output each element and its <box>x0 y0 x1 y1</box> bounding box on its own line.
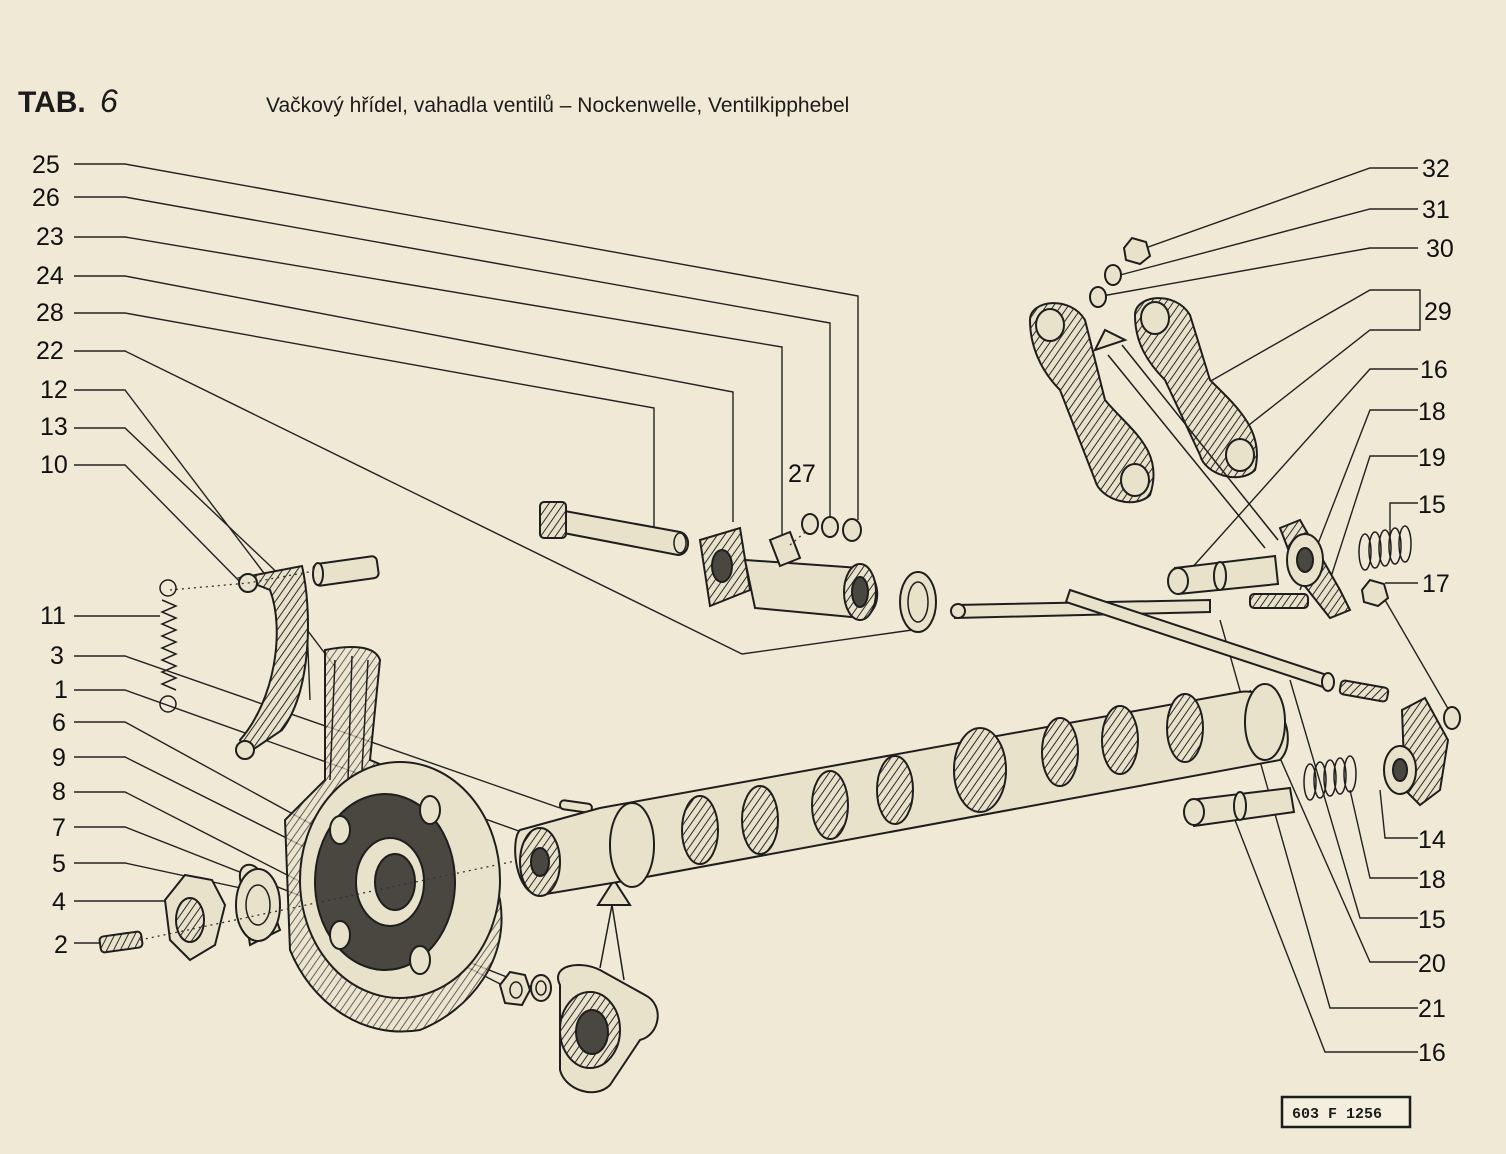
stamp-text: 603 F 1256 <box>1292 1106 1382 1123</box>
callout-32: 32 <box>1422 155 1450 183</box>
seal-ring <box>899 571 937 633</box>
rocker-bushing-lower <box>1183 786 1296 828</box>
callout-22: 22 <box>36 337 64 365</box>
assembly-arrow-upper <box>1093 328 1279 549</box>
lock-washer <box>235 863 282 947</box>
adjusting-screw-upper <box>1249 593 1309 609</box>
rocker-spring-upper <box>1358 525 1412 571</box>
right-callouts: 32 31 30 29 16 18 19 15 17 14 18 15 20 2… <box>1418 155 1454 1067</box>
callout-16-bottom: 16 <box>1418 1039 1446 1067</box>
shaft-support <box>698 526 879 621</box>
left-callouts: 25 26 23 24 28 22 12 13 10 11 3 1 6 9 8 … <box>32 151 68 959</box>
callout-4: 4 <box>52 888 66 916</box>
callout-14: 14 <box>1418 826 1446 854</box>
rocker-support-brackets <box>1028 297 1258 504</box>
callout-12: 12 <box>40 376 68 404</box>
drawing-stamp: 603 F 1256 <box>1280 1095 1412 1129</box>
callout-19: 19 <box>1418 444 1446 472</box>
bracket-fasteners <box>1089 236 1152 308</box>
callout-3: 3 <box>50 642 64 670</box>
camshaft-sprocket <box>299 761 501 999</box>
callout-15-top: 15 <box>1418 491 1446 519</box>
callout-13: 13 <box>40 413 68 441</box>
callout-30: 30 <box>1426 235 1454 263</box>
rocker-spring-lower <box>1303 755 1357 801</box>
tab-number: 6 <box>100 83 118 119</box>
callout-15-bottom: 15 <box>1418 906 1446 934</box>
rocker-shaft <box>539 501 689 557</box>
callout-29: 29 <box>1424 298 1452 326</box>
callout-18-bottom: 18 <box>1418 866 1446 894</box>
adjusting-screw-lower <box>1338 679 1390 703</box>
chain-tensioner <box>235 564 309 760</box>
callout-8: 8 <box>52 778 66 806</box>
callout-23: 23 <box>36 223 64 251</box>
callout-25: 25 <box>32 151 60 179</box>
set-screw <box>98 930 144 954</box>
assembly-arrow-lower <box>596 878 632 981</box>
callout-11: 11 <box>40 602 66 630</box>
callout-2: 2 <box>54 931 68 959</box>
sprocket-nut <box>163 873 227 962</box>
push-rod-upper <box>950 598 1211 620</box>
callout-27: 27 <box>788 460 816 488</box>
washers-27 <box>801 513 862 542</box>
rocker-arm-upper <box>1278 518 1352 620</box>
callout-18-top: 18 <box>1418 398 1446 426</box>
callout-6: 6 <box>52 709 66 737</box>
woodruff-key <box>558 799 593 814</box>
thrust-flange <box>557 964 659 1094</box>
tensioner-pin <box>312 555 380 587</box>
sheet-title: Vačkový hřídel, vahadla ventilů – Nocken… <box>266 94 849 117</box>
callout-24: 24 <box>36 262 64 290</box>
callout-21: 21 <box>1418 995 1446 1023</box>
callout-5: 5 <box>52 850 66 878</box>
push-rod-lower <box>1064 588 1335 692</box>
callout-7: 7 <box>52 814 66 842</box>
callout-17: 17 <box>1422 570 1450 598</box>
leader-lines-right <box>1101 167 1451 1053</box>
callout-20: 20 <box>1418 950 1446 978</box>
tension-spring <box>159 579 178 713</box>
callout-31: 31 <box>1422 196 1450 224</box>
camshaft <box>514 683 1289 897</box>
callout-28: 28 <box>36 299 64 327</box>
rocker-bushing-upper <box>1167 554 1280 596</box>
nut-17 <box>1360 578 1390 608</box>
rocker-arm-lower <box>1383 696 1461 807</box>
callout-26: 26 <box>32 184 60 212</box>
tab-label: TAB. <box>18 86 86 119</box>
callout-1: 1 <box>54 676 68 704</box>
callout-16-top: 16 <box>1420 356 1448 384</box>
flange-nut <box>498 970 552 1007</box>
callout-10: 10 <box>40 451 68 479</box>
callout-9: 9 <box>52 744 66 772</box>
